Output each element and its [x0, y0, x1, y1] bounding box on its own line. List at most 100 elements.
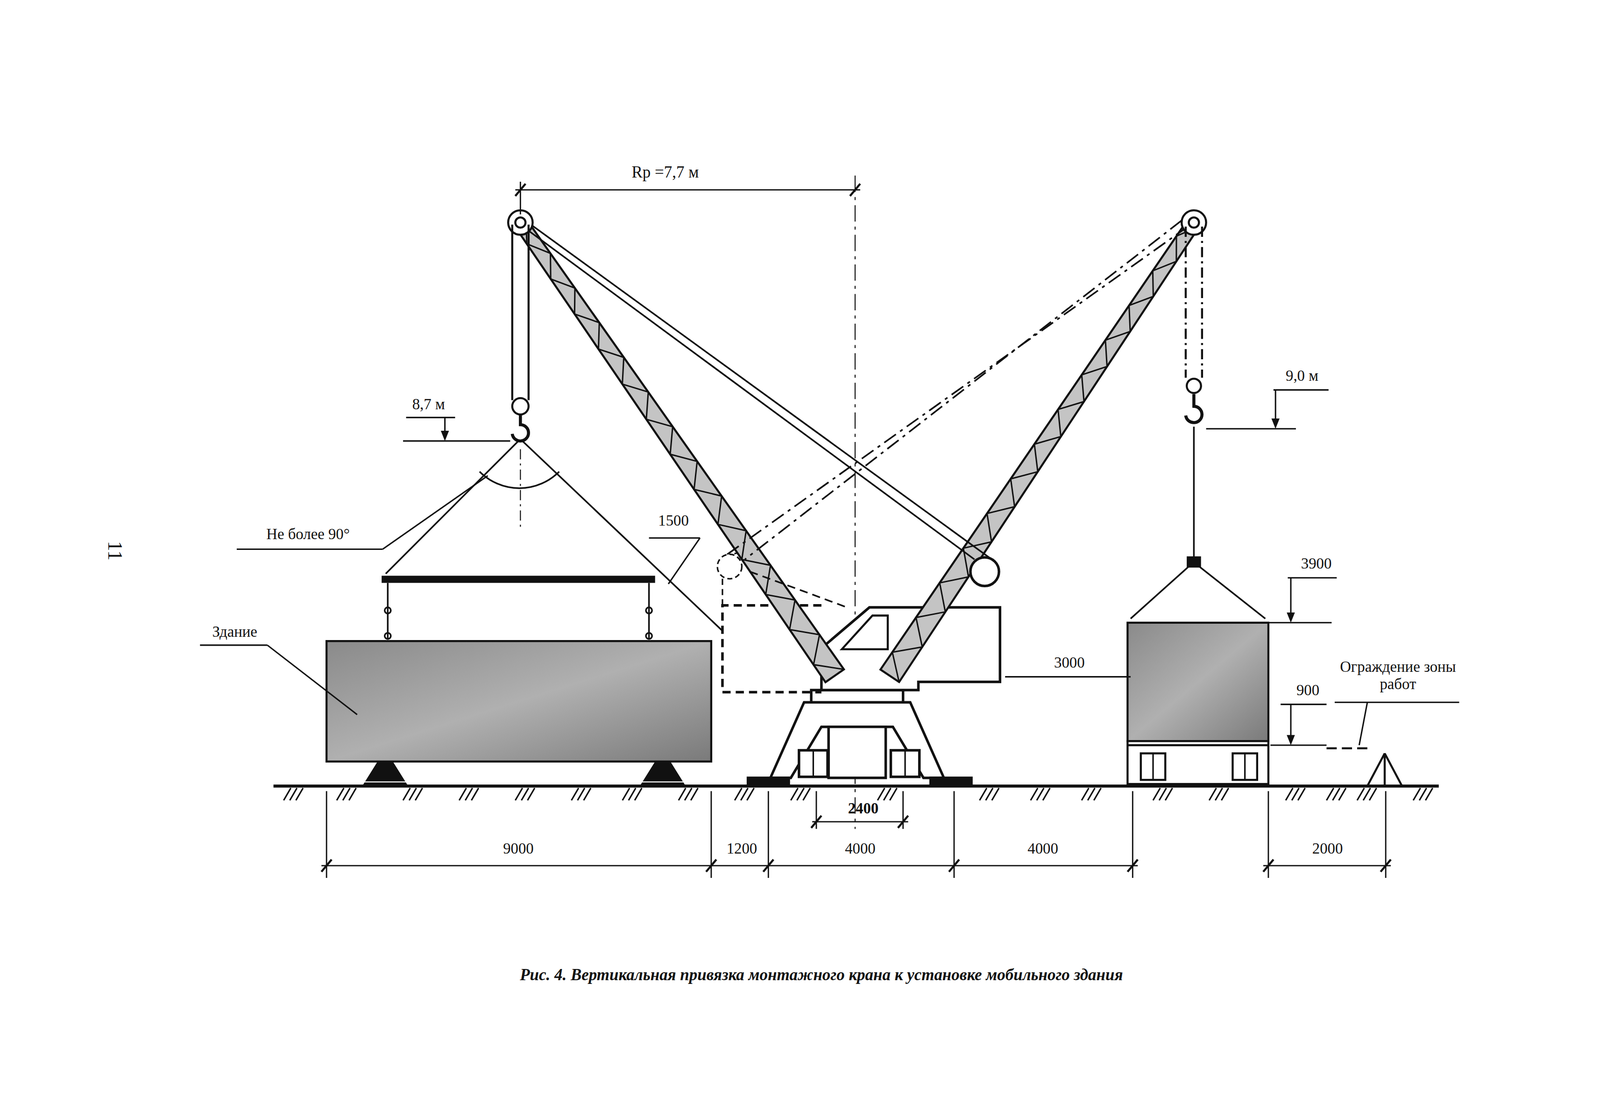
drawing-line — [1326, 746, 1373, 749]
drawing-line — [1201, 226, 1204, 378]
drawing-line — [724, 226, 1188, 557]
drawing-circle — [515, 217, 526, 228]
drawing-line — [1357, 787, 1365, 800]
drawing-circle — [645, 607, 652, 614]
drawing-line — [948, 859, 960, 872]
drawing-line — [1159, 787, 1167, 800]
drawing-line — [1042, 787, 1050, 800]
drawing-line — [1184, 226, 1187, 378]
drawing-path — [750, 571, 848, 608]
drawing-line — [1326, 787, 1334, 800]
drawing-line — [796, 787, 804, 800]
dimension-label: 9,0 м — [1285, 367, 1319, 386]
drawing-polygon — [1286, 734, 1295, 745]
drawing-line — [883, 787, 891, 800]
drawing-line — [1280, 703, 1327, 705]
drawing-line — [1221, 787, 1229, 800]
drawing-rect — [1127, 740, 1269, 784]
dimension-label: Здание — [212, 623, 257, 642]
drawing-polygon — [1271, 418, 1280, 429]
drawing-line — [527, 787, 535, 800]
dimension-label: 900 — [1296, 681, 1320, 700]
dimension-label: 9000 — [502, 839, 534, 858]
drawing-circle — [717, 553, 742, 579]
dimension-label: 3900 — [1301, 555, 1332, 574]
dimension-label: 4000 — [1027, 839, 1059, 858]
page-number: 11 — [102, 540, 127, 561]
drawing-circle — [384, 632, 391, 639]
dimension-label: 8,7 м — [412, 396, 446, 414]
drawing-rect — [930, 777, 972, 784]
drawing-line — [985, 787, 993, 800]
drawing-line — [1197, 565, 1266, 619]
drawing-line — [403, 787, 411, 800]
drawing-line — [812, 820, 908, 822]
drawing-rect — [381, 575, 656, 583]
drawing-line — [812, 750, 815, 777]
drawing-circle — [384, 607, 391, 614]
drawing-g — [1127, 557, 1269, 784]
drawing-line — [385, 440, 519, 574]
drawing-polygon — [514, 218, 844, 682]
drawing-path — [1185, 393, 1203, 423]
figure-caption: Рис. 4. Вертикальная привязка монтажного… — [519, 965, 1123, 985]
drawing-g — [880, 218, 1200, 682]
dimension-label: 3000 — [1054, 654, 1085, 673]
drawing-line — [1215, 787, 1223, 800]
drawing-line — [1270, 743, 1327, 746]
drawing-line — [744, 220, 1182, 560]
drawing-line — [1419, 787, 1427, 800]
drawing-line — [199, 644, 268, 646]
drawing-line — [678, 787, 686, 800]
drawing-g — [321, 183, 1391, 872]
drawing-line — [740, 787, 748, 800]
drawing-line — [296, 787, 304, 800]
drawing-g — [748, 689, 972, 784]
drawing-g — [321, 181, 1391, 878]
drawing-line — [283, 787, 291, 800]
drawing-line — [634, 787, 642, 800]
drawing-line — [1206, 427, 1296, 430]
drawing-line — [1363, 787, 1371, 800]
drawing-line — [1165, 787, 1173, 800]
drawing-line — [1291, 787, 1299, 800]
drawing-line — [1369, 787, 1377, 800]
drawing-line — [1383, 752, 1386, 786]
dimension-label: 2400 — [848, 800, 879, 818]
drawing-polygon — [880, 218, 1200, 682]
drawing-path — [512, 414, 529, 441]
drawing-line — [1297, 787, 1305, 800]
drawing-line — [1127, 743, 1269, 746]
drawing-line — [1209, 787, 1217, 800]
drawing-line — [465, 787, 473, 800]
drawing-line — [1413, 787, 1421, 800]
drawing-line — [1130, 565, 1190, 619]
drawing-rect — [1187, 557, 1200, 567]
drawing-line — [406, 416, 456, 418]
drawing-g — [384, 440, 723, 639]
dimension-label: 4000 — [844, 839, 876, 858]
drawing-line — [991, 787, 999, 800]
drawing-line — [515, 787, 523, 800]
drawing-line — [522, 218, 992, 560]
drawing-line — [898, 815, 909, 828]
drawing-line — [1005, 675, 1131, 678]
drawing-line — [648, 582, 650, 639]
dimension-label: 2000 — [1312, 839, 1344, 858]
drawing-line — [1093, 787, 1101, 800]
drawing-line — [1036, 787, 1044, 800]
drawing-line — [236, 548, 383, 550]
drawing-rect — [748, 777, 789, 784]
drawing-line — [746, 787, 754, 800]
drawing-g — [522, 218, 1189, 608]
drawing-line — [267, 644, 357, 715]
drawing-line — [515, 183, 526, 196]
drawing-line — [528, 230, 975, 560]
drawing-line — [734, 787, 742, 800]
drawing-line — [519, 181, 522, 215]
drawing-line — [1332, 787, 1340, 800]
drawing-path — [525, 218, 844, 670]
drawing-circle — [970, 557, 999, 586]
drawing-line — [571, 787, 579, 800]
